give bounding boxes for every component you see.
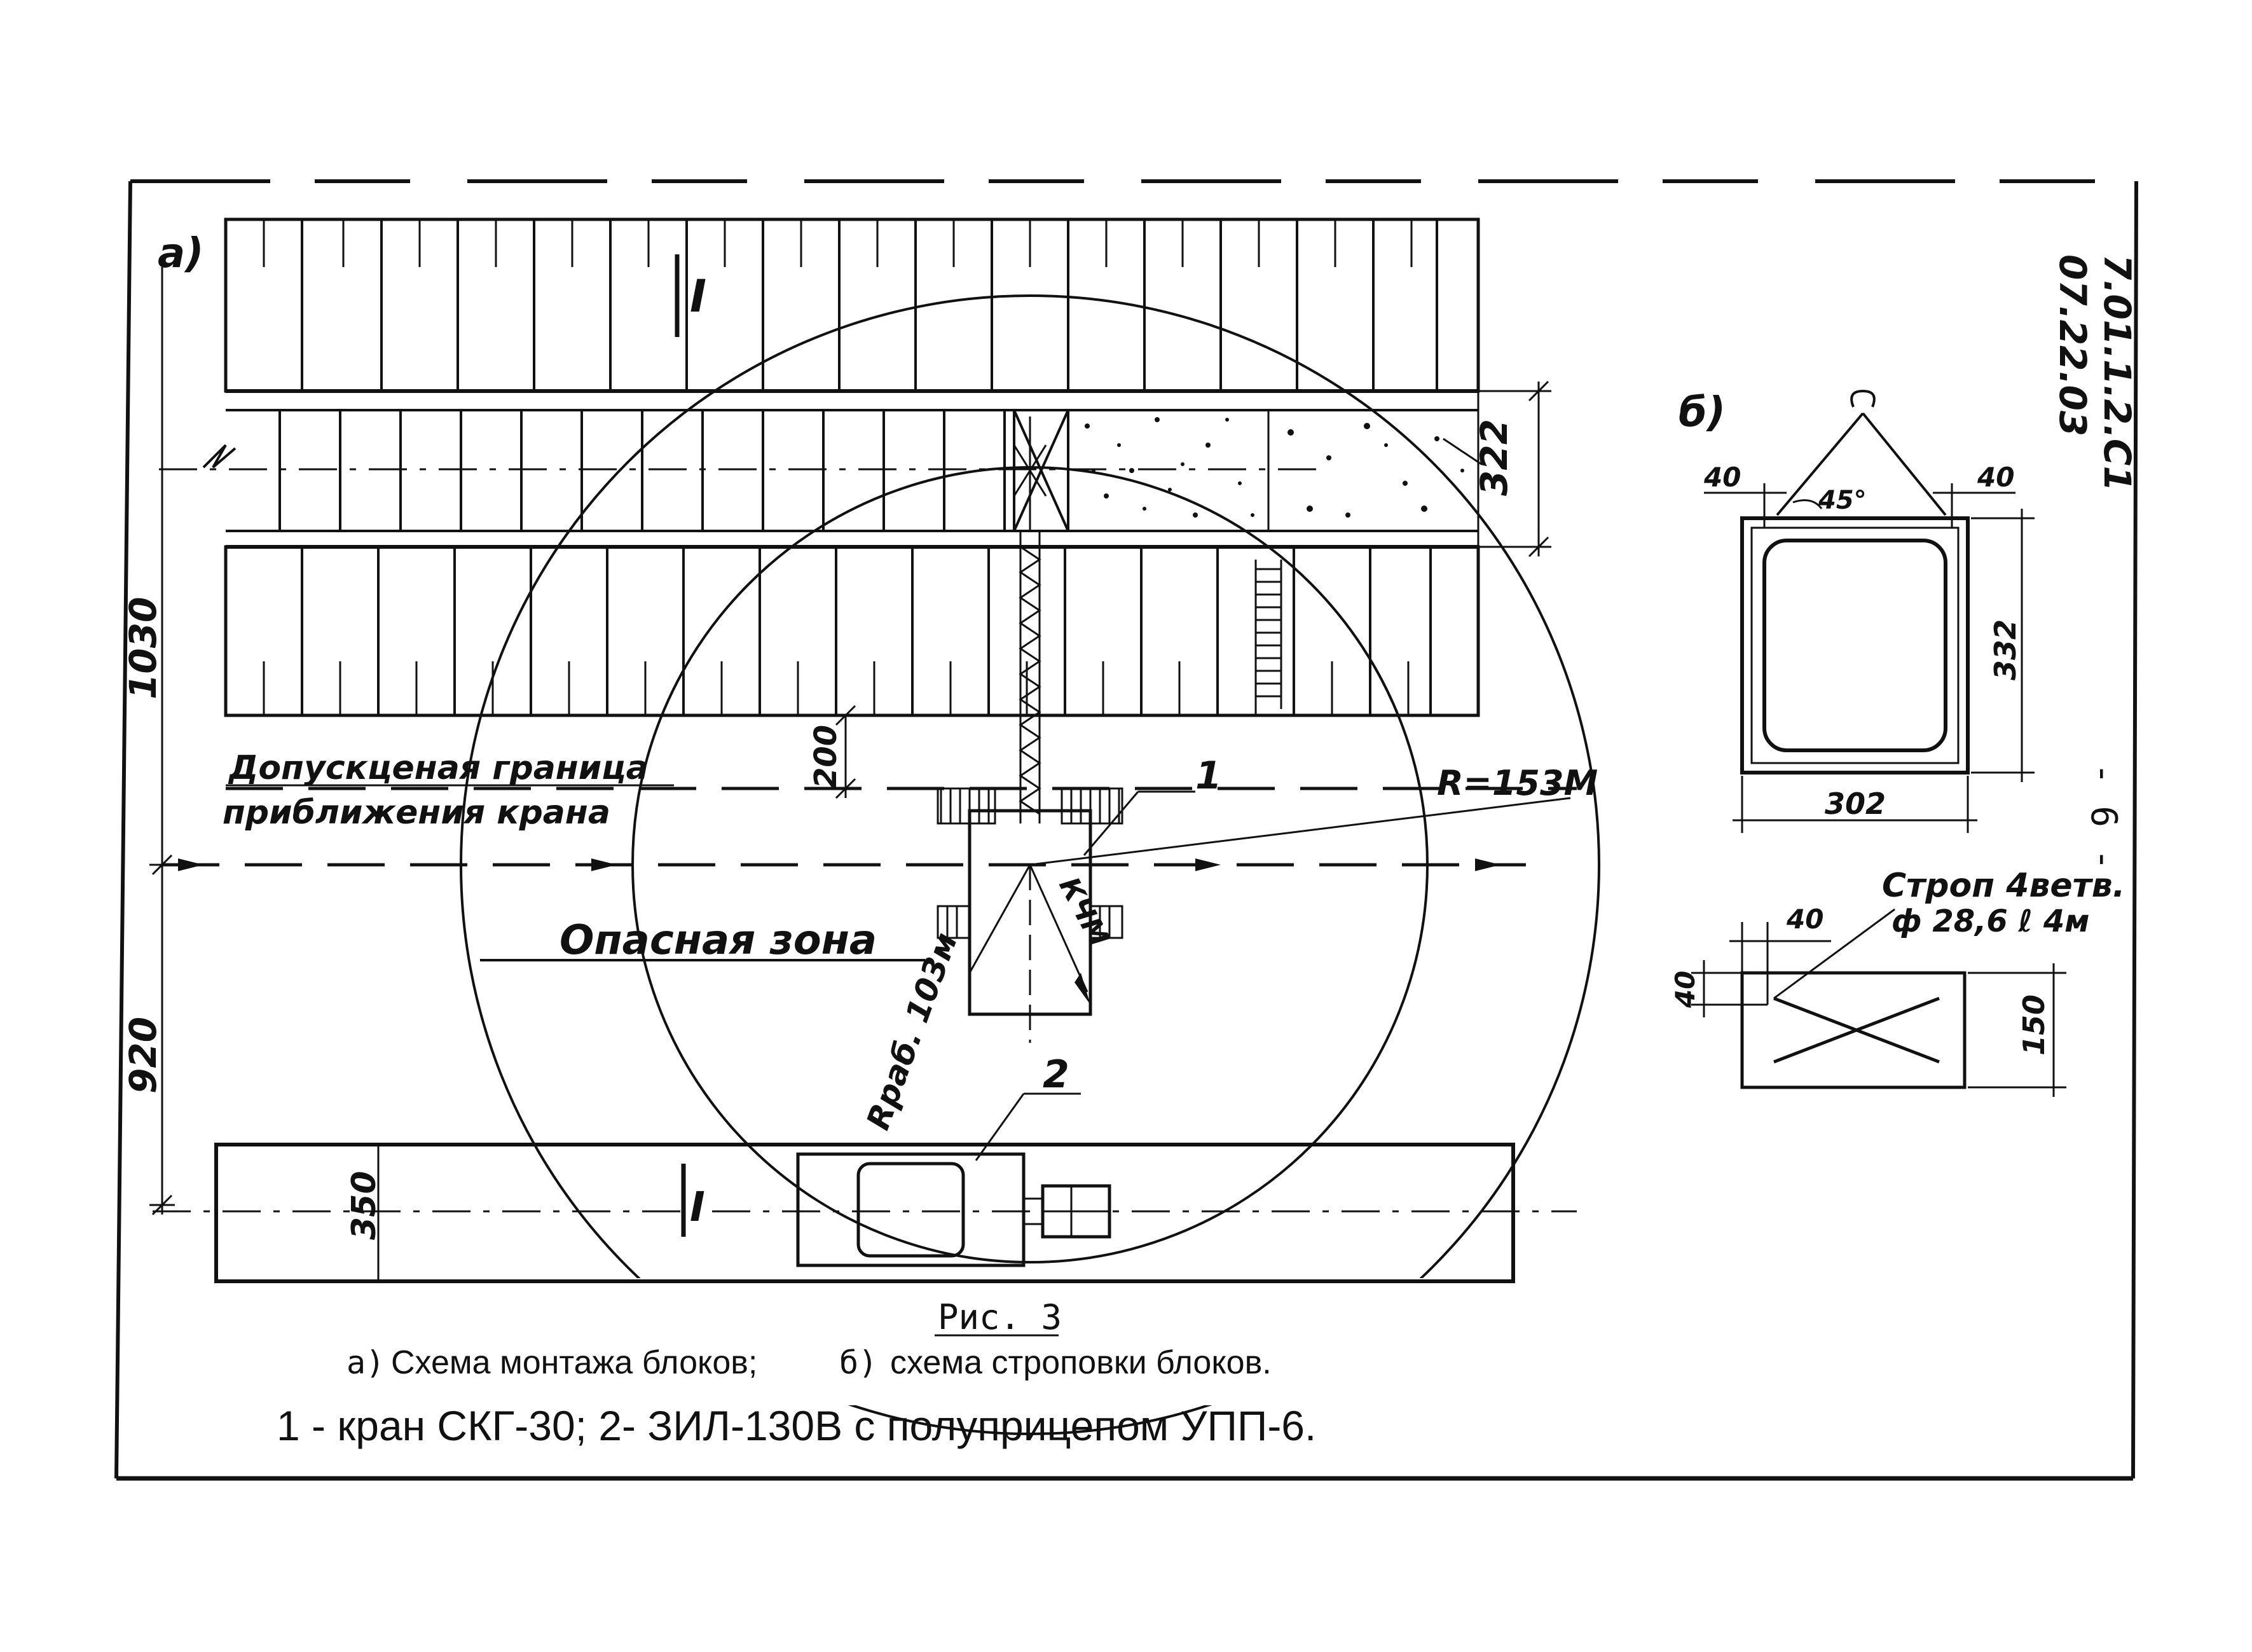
truck-zil130v <box>796 1152 1111 1267</box>
panel-b: б) 45° 40 40 332 30 <box>1670 389 2125 1097</box>
sling-plan <box>1740 908 1967 1089</box>
sling-plan-dims <box>1691 922 2066 1097</box>
axis-roman-bottom: I <box>690 1184 705 1231</box>
caption-legend: 1 - кран СКГ-30; 2- ЗИЛ-130В с полуприце… <box>277 1402 1316 1449</box>
crane-reach-label: КЧМ <box>1052 872 1115 952</box>
approach-boundary-text-1: Допускценая граница <box>228 749 649 787</box>
figure-label: Рис. 3 <box>938 1297 1062 1337</box>
page-number: - 6 - <box>2083 763 2124 871</box>
installed-blocks <box>278 409 1006 532</box>
dim-height-label: 332 <box>1988 619 2022 680</box>
dim-plan-h: 150 <box>2017 995 2051 1056</box>
dim-block-width <box>1443 380 1551 558</box>
upper-panel-ticks <box>263 219 1413 267</box>
sling-spec: ф 28,6 ℓ 4м <box>1892 904 2089 939</box>
ladder <box>1254 560 1282 709</box>
sling-elevation <box>1776 389 1947 516</box>
callout-2: 2 <box>1043 1052 1069 1097</box>
concrete-fill-zone <box>1085 391 1480 547</box>
caption-a-mark: а) <box>347 1344 385 1381</box>
dim-total-label: 1030 <box>121 597 165 699</box>
dim-width-label: 302 <box>1825 787 1886 821</box>
dim-road-label: 350 <box>345 1171 383 1240</box>
lower-panel-row <box>224 545 1480 717</box>
block-section-dims <box>1733 509 2035 833</box>
lower-panel-ticks <box>263 661 1410 715</box>
dim-lower-label: 920 <box>121 1017 165 1094</box>
sling-side-dims <box>1704 483 2015 528</box>
caption: Рис. 3 а) Схема монтажа блоков; б) схема… <box>277 1297 1316 1449</box>
upper-panel-joints <box>301 219 1438 391</box>
radius-max-label: R=153M <box>1437 763 1598 803</box>
dim-side-right: 40 <box>1977 462 2014 493</box>
dim-block-width-label: 322 <box>1473 419 1516 496</box>
danger-zone-label: Опасная зона <box>560 917 877 964</box>
dim-offset <box>835 705 856 799</box>
caption-a-text: Схема монтажа блоков; <box>391 1344 757 1381</box>
road-strip <box>214 1143 1515 1283</box>
callout-1: 1 <box>1195 754 1222 798</box>
lower-panel-joints <box>301 547 1432 715</box>
block-being-mounted <box>1013 409 1069 532</box>
block-section <box>1740 516 1970 774</box>
crane-boom <box>1013 416 1047 823</box>
upper-panel-row <box>224 217 1480 393</box>
dim-plan-a: 40 <box>1786 904 1823 935</box>
axis-roman-top: I <box>690 270 706 322</box>
sling-title: Строп 4ветв. <box>1882 867 2125 905</box>
panel-a: а) I <box>121 217 1729 1435</box>
caption-b-mark: б) <box>839 1344 877 1381</box>
crane-skg30 <box>937 787 1571 1043</box>
dim-plan-b: 40 <box>1670 971 1701 1008</box>
dim-offset-label: 200 <box>808 725 844 788</box>
approach-boundary-text-2: приближения крана <box>223 794 610 832</box>
caption-b-text: схема строповки блоков. <box>890 1344 1272 1381</box>
svg-text:07.22.03: 07.22.03 <box>2051 254 2094 436</box>
sheet-frame <box>114 179 2138 1481</box>
break-mark <box>202 444 237 469</box>
panel-a-label: а) <box>158 230 203 277</box>
travel-arrows <box>178 858 1500 871</box>
dim-side-left: 40 <box>1703 462 1741 493</box>
sling-angle-label: 45° <box>1818 486 1867 515</box>
panel-b-label: б) <box>1679 389 1726 436</box>
svg-text:7.01.1.2.С1: 7.01.1.2.С1 <box>2096 254 2139 492</box>
sheet-doc-code: 7.01.1.2.С1 07.22.03 <box>2051 254 2139 492</box>
callout-2-leader <box>975 1092 1081 1161</box>
